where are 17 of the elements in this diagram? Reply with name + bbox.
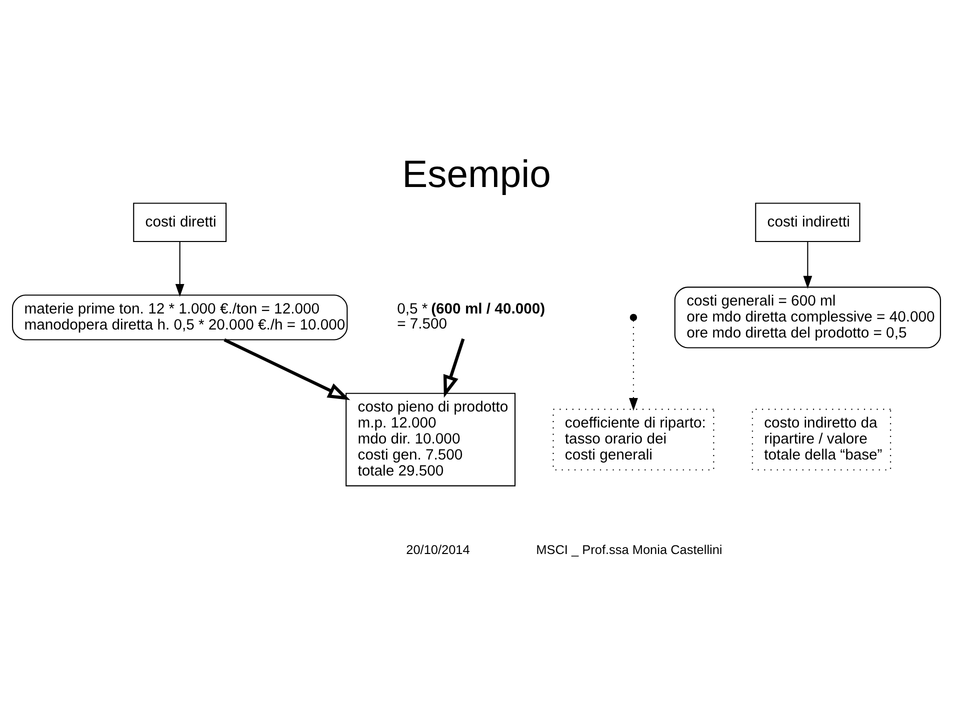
label: 20/10/2014 [406,542,470,557]
node-circle [630,314,638,322]
arrow [443,338,465,398]
arrow [803,242,812,289]
label: MSCI _ Prof.ssa Monia Castellini [536,542,722,557]
diagram-title: Esempio [402,153,551,196]
arrow [175,242,184,297]
node-box: materie prime ton. 12 * 1.000 €./ton = 12.000 manodopera diretta h. 0,5 * 20.000 €./h = 10.000 [12,294,348,340]
node-text: 0,5 *(600 ml / 40.000) = 7.500 [397,301,546,332]
node-box: costo indiretto da ripartire / valore totale della “base” [752,408,892,470]
node-box: costi indiretti [755,202,860,242]
node-box: costo pieno di prodotto m.p. 12.000 mdo dir. 10.000 costi gen. 7.500 totale 29.500 [346,392,516,486]
arrow [224,338,350,400]
node-box: costi diretti [133,202,227,242]
arrow [629,320,638,411]
node-box: coefficiente di riparto: tasso orario dei costi generali [552,408,714,470]
node-box: costi generali = 600 ml ore mdo diretta complessive = 40.000 ore mdo diretta del prodotto = 0,5 [674,286,941,348]
